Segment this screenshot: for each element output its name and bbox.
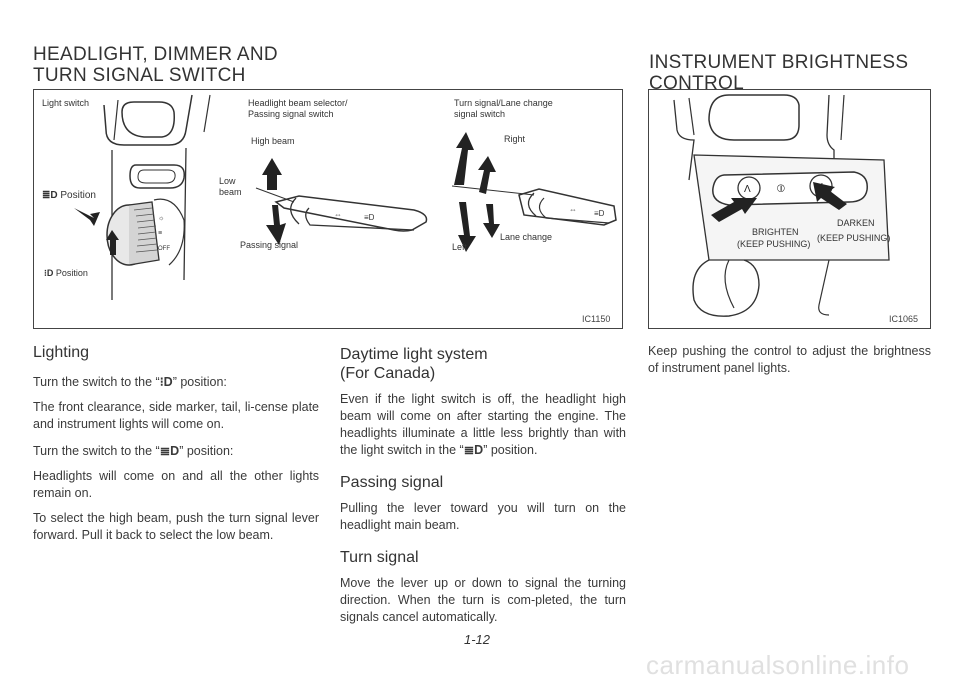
svg-text:⇔: ⇔ [569, 205, 577, 214]
right-column: Keep pushing the control to adjust the b… [648, 343, 931, 377]
passing-para: Pulling the lever toward you will turn o… [340, 501, 626, 532]
label-turn-signal-1: Turn signal/Lane change [454, 98, 553, 108]
daytime-para: Even if the light switch is off, the hea… [340, 392, 626, 457]
svg-text:☼: ☼ [158, 215, 164, 222]
parking-light-icon: ⁝D [44, 268, 54, 278]
label-beam-selector-1: Headlight beam selector/ [248, 98, 348, 108]
label-beam-selector-2: Passing signal switch [248, 109, 334, 119]
headlight-switch-figure: ☼ ≡ OFF ⇔ ≡D ⇔ ≡D Light switch ≣D Positi… [33, 89, 623, 329]
label-position-2-text: Position [55, 268, 88, 278]
lighting-para-3: Turn the switch to the “≣D” position: [33, 444, 234, 458]
label-brighten: BRIGHTEN [752, 227, 799, 237]
passing-title: Passing signal [340, 474, 444, 491]
page-number: 1-12 [464, 632, 491, 647]
left-heading-line1: HEADLIGHT, DIMMER AND [33, 44, 278, 65]
label-position-1: ≣D Position [42, 190, 96, 201]
headlight-icon: ≣D [463, 443, 484, 457]
brightness-control-figure: Λ ⦶ V BRIGHTEN (KEEP PUSHING) DARKEN (KE… [648, 89, 931, 329]
left-heading-line2: TURN SIGNAL SWITCH [33, 65, 246, 86]
svg-text:⦶: ⦶ [776, 183, 785, 195]
lighting-para-4: Headlights will come on and all the othe… [33, 469, 319, 500]
lighting-para-1: Turn the switch to the “⁝D” position: [33, 375, 227, 389]
label-position-1-text: Position [60, 190, 96, 201]
parking-light-icon: ⁝D [159, 375, 173, 389]
headlight-icon: ≣D [42, 190, 58, 201]
headlight-switch-illustration: ☼ ≡ OFF ⇔ ≡D ⇔ ≡D [74, 94, 617, 300]
svg-text:⇔: ⇔ [334, 210, 342, 219]
label-right: Right [504, 134, 526, 144]
label-light-switch: Light switch [42, 98, 90, 108]
middle-column: Daytime light system (For Canada) Even i… [340, 345, 626, 626]
label-keep-pushing-2: (KEEP PUSHING) [817, 233, 891, 243]
right-heading-line1: INSTRUMENT BRIGHTNESS [649, 52, 909, 73]
label-turn-signal-2: signal switch [454, 109, 506, 119]
right-heading-line2: CONTROL [649, 73, 744, 94]
lighting-section: Lighting Turn the switch to the “⁝D” pos… [33, 343, 319, 544]
daytime-title-line2: (For Canada) [340, 365, 436, 382]
lighting-title: Lighting [33, 344, 90, 361]
figure-code-1: IC1150 [582, 314, 611, 324]
brightness-para: Keep pushing the control to adjust the b… [648, 344, 931, 375]
label-keep-pushing-1: (KEEP PUSHING) [737, 239, 811, 249]
brightness-control-illustration: Λ ⦶ V [673, 94, 890, 317]
daytime-title: Daytime light system (For Canada) [340, 345, 626, 383]
lighting-para-5: To select the high beam, push the turn s… [33, 511, 319, 542]
right-heading: INSTRUMENT BRIGHTNESS CONTROL [649, 52, 908, 94]
turn-para: Move the lever up or down to signal the … [340, 576, 626, 624]
label-position-2: ⁝D Position [44, 268, 88, 279]
label-left: Left [452, 242, 468, 252]
label-darken: DARKEN [837, 218, 875, 228]
svg-text:OFF: OFF [158, 246, 170, 252]
watermark: carmanualsonline.info [646, 650, 910, 680]
svg-text:≡: ≡ [158, 230, 162, 237]
label-high-beam: High beam [251, 136, 295, 146]
lighting-para-2: The front clearance, side marker, tail, … [33, 400, 319, 431]
left-heading: HEADLIGHT, DIMMER AND TURN SIGNAL SWITCH [33, 44, 278, 86]
headlight-icon: ≣D [159, 444, 180, 458]
label-beam: beam [219, 187, 242, 197]
svg-text:≡D: ≡D [364, 213, 375, 222]
label-low: Low [219, 176, 236, 186]
figure-code-2: IC1065 [889, 314, 919, 324]
svg-text:≡D: ≡D [594, 209, 605, 218]
turn-title: Turn signal [340, 549, 419, 566]
svg-text:Λ: Λ [744, 184, 751, 195]
label-passing-signal: Passing signal [240, 240, 299, 250]
label-lane-change: Lane change [500, 232, 553, 242]
daytime-title-line1: Daytime light system [340, 346, 488, 363]
